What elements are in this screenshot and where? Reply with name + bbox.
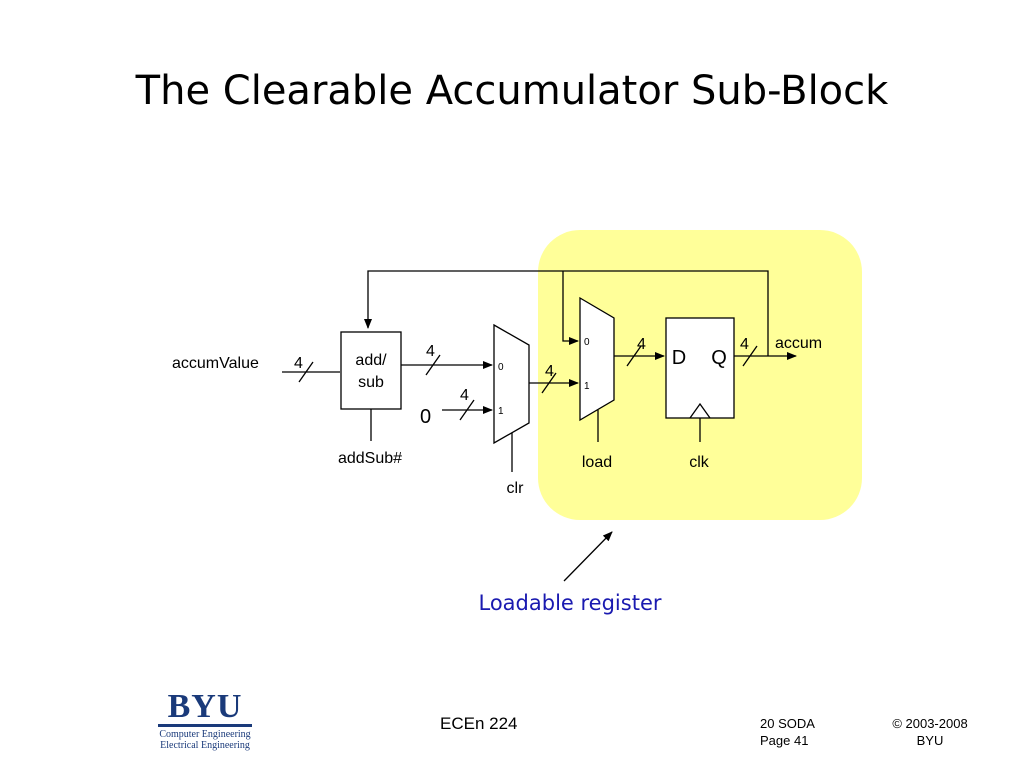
accum-value-width: 4 — [294, 355, 303, 372]
d-register — [665, 317, 735, 419]
adder-out-width: 4 — [426, 343, 435, 360]
clr-mux-port1: 1 — [498, 406, 504, 417]
lecture-name: 20 SODA — [760, 716, 815, 731]
load-mux-out-width: 4 — [637, 336, 646, 353]
logo-rule — [158, 724, 252, 727]
zero-in-bus-slash — [459, 399, 475, 421]
copyright-org: BYU — [916, 733, 944, 748]
logo-line-2: Electrical Engineering — [160, 740, 250, 751]
register-out-bus-slash — [742, 345, 758, 367]
footer-copyright: © 2003-2008 BYU — [880, 715, 980, 749]
logo-line-1: Computer Engineering — [159, 729, 251, 740]
byu-logo: BYU Computer Engineering Electrical Engi… — [150, 688, 260, 751]
slide-title: The Clearable Accumulator Sub-Block — [135, 68, 889, 114]
clr-mux — [493, 323, 530, 445]
course-name: ECEn 224 — [440, 714, 518, 733]
annotation-caption: Loadable register — [479, 591, 662, 615]
load-mux-port0: 0 — [584, 337, 590, 348]
annotation-arrow — [563, 531, 613, 582]
page-number: Page 41 — [760, 733, 809, 748]
clr-mux-out-bus-slash — [541, 372, 557, 394]
accum-value-bus-slash — [298, 361, 314, 383]
register-out-width: 4 — [740, 336, 749, 353]
add-sub-label-line2: sub — [358, 374, 384, 391]
copyright-years: © 2003-2008 — [892, 716, 968, 731]
load-mux-out-bus-slash — [626, 345, 642, 367]
clr-select-label: clr — [507, 480, 525, 497]
constant-zero-label: 0 — [420, 406, 431, 428]
zero-in-width: 4 — [460, 387, 469, 404]
load-select-label: load — [582, 454, 612, 471]
load-mux-port1: 1 — [584, 381, 590, 392]
feedback-wire — [364, 270, 769, 356]
footer-lecture-info: 20 SODA Page 41 — [760, 715, 815, 749]
load-mux — [579, 296, 615, 422]
add-sub-label-line1: add/ — [355, 352, 387, 369]
feedback-to-load-mux-wire — [562, 271, 579, 345]
register-d-port: D — [672, 347, 686, 369]
register-q-port: Q — [711, 347, 727, 369]
clr-mux-out-width: 4 — [545, 363, 554, 380]
clock-triangle-icon — [689, 402, 711, 419]
accum-value-label: accumValue — [172, 355, 259, 372]
adder-out-bus-slash — [425, 354, 441, 376]
clk-label: clk — [689, 454, 710, 471]
logo-wordmark: BYU — [167, 688, 243, 725]
add-sub-select-label: addSub# — [338, 450, 402, 467]
add-sub-block — [340, 331, 402, 410]
clr-mux-port0: 0 — [498, 362, 504, 373]
accum-output-label: accum — [775, 335, 822, 352]
